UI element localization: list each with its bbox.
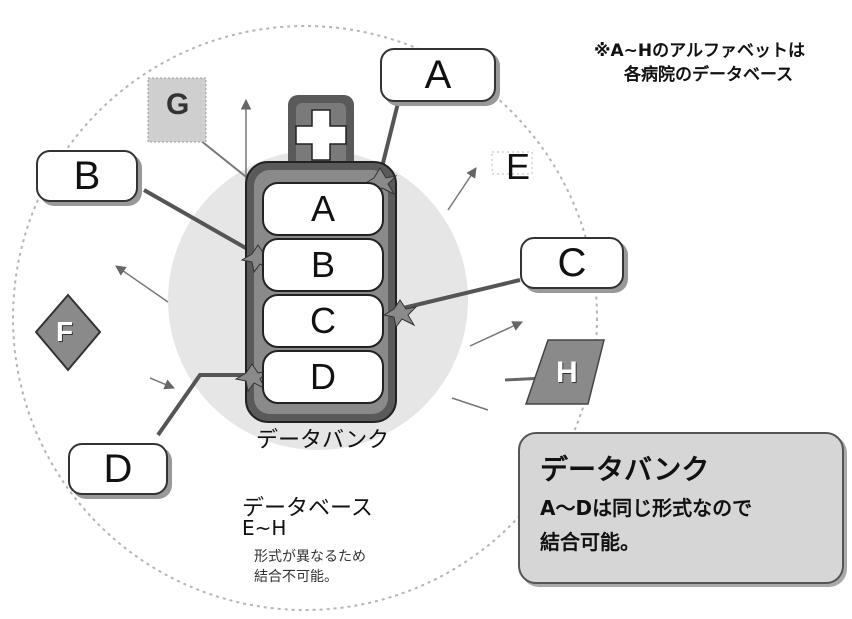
arrow-to-f	[116, 266, 168, 302]
note-line-2: 各病院のデータベース	[624, 60, 793, 85]
slot-b: B	[262, 238, 384, 292]
slot-c: C	[262, 294, 384, 348]
arrow-to-h	[470, 322, 522, 346]
bank-note-title: データバンク	[540, 448, 709, 488]
label-f: F	[56, 316, 73, 348]
data-bank-note-box: データバンク A～Dは同じ形式なので 結合可能。	[518, 432, 844, 584]
bank-note-line-2: 結合可能。	[540, 526, 640, 555]
slot-d: D	[262, 350, 384, 404]
label-g: G	[166, 88, 189, 122]
arrow-to-e	[448, 168, 476, 210]
label-box-d: D	[68, 443, 168, 495]
db-note-line-1: 形式が異なるため	[254, 546, 366, 566]
label-box-b: B	[36, 150, 138, 202]
arrow-to-d-box	[150, 378, 174, 388]
note-line-1: ※A~Hのアルファベットは	[594, 36, 805, 61]
db-note-range: E~H	[242, 516, 286, 540]
label-h: H	[556, 356, 578, 390]
line-h-lower	[452, 398, 488, 410]
bank-note-line-1: A～Dは同じ形式なので	[540, 492, 752, 521]
label-box-c: C	[520, 237, 624, 289]
connector-g	[200, 140, 250, 180]
label-e: E	[506, 146, 530, 188]
label-box-a: A	[380, 48, 496, 102]
bank-caption: データバンク	[256, 422, 389, 454]
slot-a: A	[262, 182, 384, 236]
db-note-line-2: 結合不可能。	[254, 566, 338, 586]
